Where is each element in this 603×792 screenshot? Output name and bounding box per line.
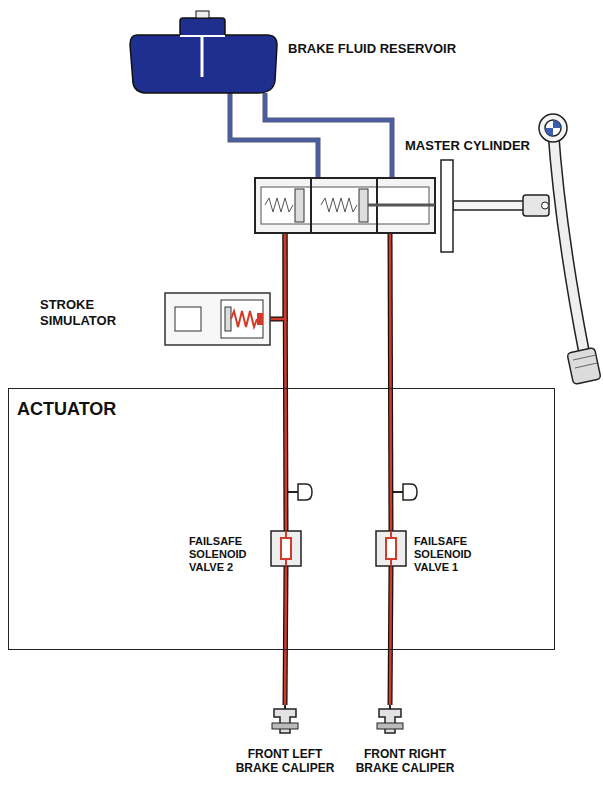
pipe-casing <box>230 93 318 178</box>
stroke-simulator-shape <box>165 293 270 345</box>
pipe-casing <box>285 566 286 705</box>
solenoid-valve-shape <box>376 531 406 566</box>
pedal-arm <box>553 128 584 352</box>
solenoid-valve-shape <box>271 531 301 566</box>
master-cylinder-node: MASTER CYLINDER <box>255 178 455 233</box>
pipe-casing <box>285 233 286 531</box>
part-label: MASTER CYLINDER <box>405 138 575 154</box>
part-label: FAILSAFE SOLENOID VALVE 1 <box>414 535 490 575</box>
pedal-pad-groove <box>575 363 597 368</box>
reservoir-node: BRAKE FLUID RESERVOIR <box>125 15 280 95</box>
part-label: FAILSAFE SOLENOID VALVE 2 <box>189 535 265 575</box>
rod-clevis <box>523 195 549 216</box>
pedal-pivot <box>539 114 567 142</box>
pedal-arm-outline <box>553 128 584 352</box>
brake-caliper-node: FRONT RIGHT BRAKE CALIPER <box>375 705 405 737</box>
logo-quadrant <box>545 128 553 136</box>
part-label: FRONT LEFT BRAKE CALIPER <box>230 747 340 776</box>
stroke-simulator-node: STROKE SIMULATOR <box>165 293 270 345</box>
part-label: BRAKE FLUID RESERVOIR <box>288 41 473 57</box>
part-label: FRONT RIGHT BRAKE CALIPER <box>345 747 465 776</box>
pressure-sensor <box>298 484 312 500</box>
solenoid-valve-node: FAILSAFE SOLENOID VALVE 2 <box>271 531 301 566</box>
brake-line <box>390 566 391 705</box>
pedal-pad-groove <box>573 355 596 360</box>
brake-caliper-node: FRONT LEFT BRAKE CALIPER <box>270 705 300 737</box>
brake-line <box>390 233 391 531</box>
solenoid-valve-node: FAILSAFE SOLENOID VALVE 1 <box>376 531 406 566</box>
fluid-line <box>230 93 318 178</box>
actuator-box: ACTUATORFAILSAFE SOLENOID VALVE 2FAILSAF… <box>8 388 555 650</box>
reservoir-shape <box>125 15 280 95</box>
sensor-stub <box>392 491 403 493</box>
pressure-sensor <box>403 484 417 500</box>
logo-quadrant <box>553 120 561 128</box>
brake-line <box>285 566 286 705</box>
clevis-pin <box>542 202 549 209</box>
fluid-line <box>265 93 392 178</box>
part-label: ACTUATOR <box>17 399 546 420</box>
pipe-casing <box>390 566 391 705</box>
pipe-casing <box>265 93 392 178</box>
pipe-casing <box>390 233 391 531</box>
brake-caliper-shape <box>375 705 405 737</box>
sensor-stub <box>287 491 298 493</box>
brake-line <box>270 233 285 319</box>
push-rod <box>453 201 525 210</box>
brake-caliper-shape <box>270 705 300 737</box>
part-label: STROKE SIMULATOR <box>40 297 155 328</box>
master-cylinder-shape <box>255 178 455 233</box>
pedal-pad <box>567 347 601 384</box>
brake-line <box>285 233 286 531</box>
logo-disc <box>545 120 561 136</box>
